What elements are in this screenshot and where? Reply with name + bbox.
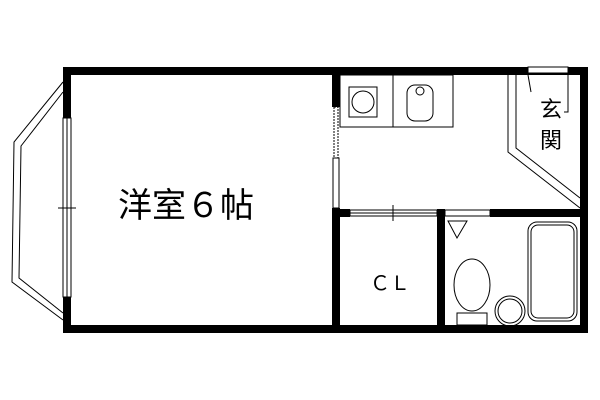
bay-window <box>11 81 64 321</box>
room-label-entrance-2: 関 <box>540 129 562 154</box>
washbasin-icon <box>494 295 526 327</box>
room-label-closet: ＣＬ <box>370 271 410 295</box>
bathtub-icon <box>527 221 578 322</box>
room-label-western: 洋室６帖 <box>118 186 254 226</box>
sliding-door <box>332 106 340 209</box>
sink-bowl-icon <box>351 90 375 114</box>
entrance-door <box>527 66 569 113</box>
stove-icon <box>406 84 434 122</box>
closet-door <box>349 205 438 221</box>
sink <box>348 86 378 118</box>
bathroom-fixtures <box>447 220 578 327</box>
bathroom-door <box>444 209 491 217</box>
door-marker-icon <box>447 220 468 240</box>
entrance-step <box>507 75 581 209</box>
window-left <box>58 117 76 298</box>
toilet-icon <box>453 258 491 312</box>
room-label-entrance-1: 玄 <box>540 98 562 123</box>
kitchen-counter <box>339 74 454 128</box>
